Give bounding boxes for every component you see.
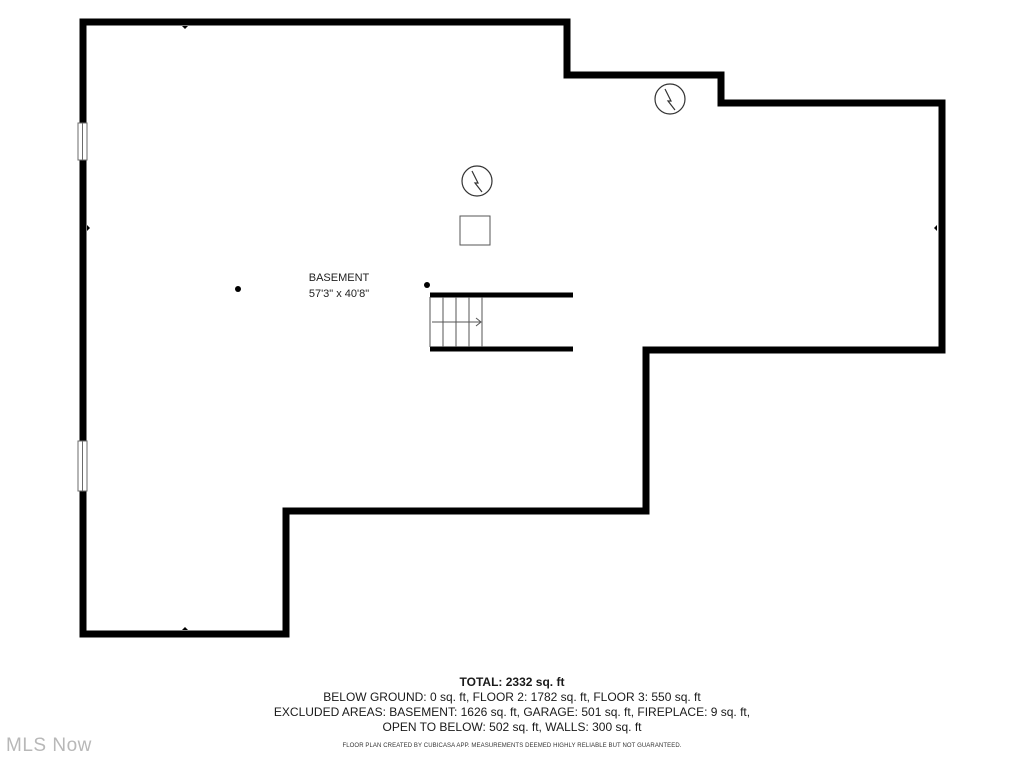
wall-marker-left [87,225,90,231]
disclaimer: FLOOR PLAN CREATED BY CUBICASA APP. MEAS… [342,743,682,749]
total-area: TOTAL: 2332 sq. ft [459,675,565,689]
wall-marker-top [182,26,188,29]
wall-marker-right [934,225,937,231]
area-breakdown-line-1: BELOW GROUND: 0 sq. ft, FLOOR 2: 1782 sq… [323,690,701,704]
window-upper-left [77,122,88,161]
window-lower-left [77,440,88,492]
utility-box [459,215,491,246]
wall-marker-bottom [182,627,188,630]
area-breakdown-line-2: EXCLUDED AREAS: BASEMENT: 1626 sq. ft, G… [273,705,751,719]
furnace-icon [654,83,686,115]
stairs-arrow-icon [432,317,482,327]
mls-now-watermark: MLS Now [6,735,92,756]
water-heater-icon [461,165,493,197]
room-name: BASEMENT [309,272,370,284]
room-dimensions: 57'3" x 40'8" [309,288,369,300]
post-dot-left [235,286,241,292]
stairs [429,292,573,352]
post-dot-center [424,282,430,288]
area-breakdown-line-3: OPEN TO BELOW: 502 sq. ft, WALLS: 300 sq… [382,720,642,734]
exterior-wall [79,18,946,638]
